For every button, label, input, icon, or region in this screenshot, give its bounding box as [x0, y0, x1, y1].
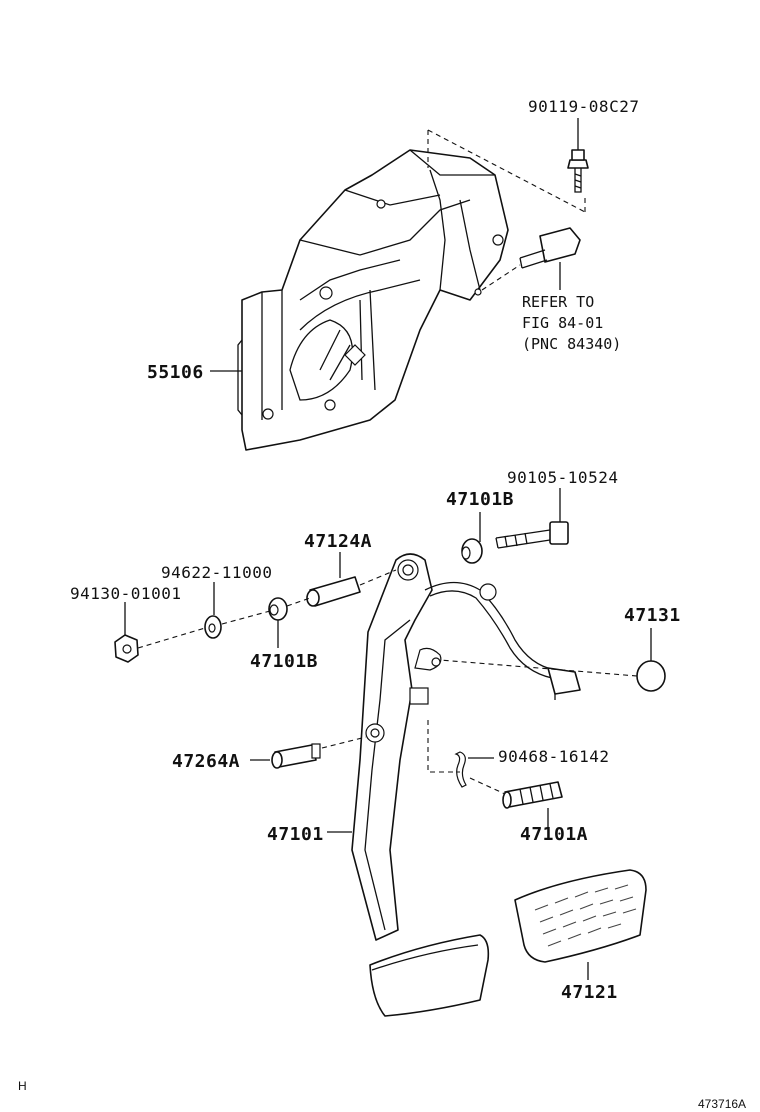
label-refer-line3: (PNC 84340): [522, 335, 621, 353]
bolt-top[interactable]: [567, 149, 589, 193]
pedal-pad[interactable]: [514, 869, 647, 963]
pin[interactable]: [271, 736, 367, 769]
pedal-arm[interactable]: [351, 553, 581, 941]
label-spring-pin: 47101A: [520, 824, 588, 845]
label-refer-line1: REFER TO: [522, 293, 594, 311]
label-bushing-top: 47101B: [446, 489, 514, 510]
footer-code-left: H: [18, 1079, 27, 1093]
label-clip: 90468-16142: [498, 747, 609, 766]
label-bolt-pivot: 90105-10524: [507, 468, 618, 487]
collar[interactable]: [306, 569, 397, 607]
label-pedal-pad: 47121: [561, 982, 618, 1003]
stop-lamp-switch[interactable]: [474, 227, 581, 296]
pedal-pad-on-arm: [369, 934, 490, 1017]
washer[interactable]: [204, 615, 222, 639]
label-collar: 47124A: [304, 531, 372, 552]
pedal-bracket[interactable]: [237, 149, 509, 451]
footer-code-right: 473716A: [698, 1097, 746, 1111]
label-pin: 47264A: [172, 751, 240, 772]
guide-line-top-bolt: [427, 129, 586, 213]
bushing-top[interactable]: [461, 538, 483, 564]
nut[interactable]: [114, 634, 139, 663]
stopper[interactable]: [439, 659, 666, 692]
label-bolt-top: 90119-08C27: [528, 97, 639, 116]
spring-pin[interactable]: [469, 777, 563, 809]
label-nut: 94130-01001: [70, 584, 181, 603]
label-washer: 94622-11000: [161, 563, 272, 582]
label-bracket: 55106: [147, 362, 204, 383]
clip[interactable]: [427, 720, 467, 788]
label-bushing-left: 47101B: [250, 651, 318, 672]
label-stopper: 47131: [624, 605, 681, 626]
label-pedal-arm: 47101: [267, 824, 324, 845]
bushing-left[interactable]: [268, 597, 288, 621]
guide-line-pivot: [137, 597, 311, 649]
bolt-pivot[interactable]: [495, 521, 569, 549]
label-refer-line2: FIG 84-01: [522, 314, 603, 332]
